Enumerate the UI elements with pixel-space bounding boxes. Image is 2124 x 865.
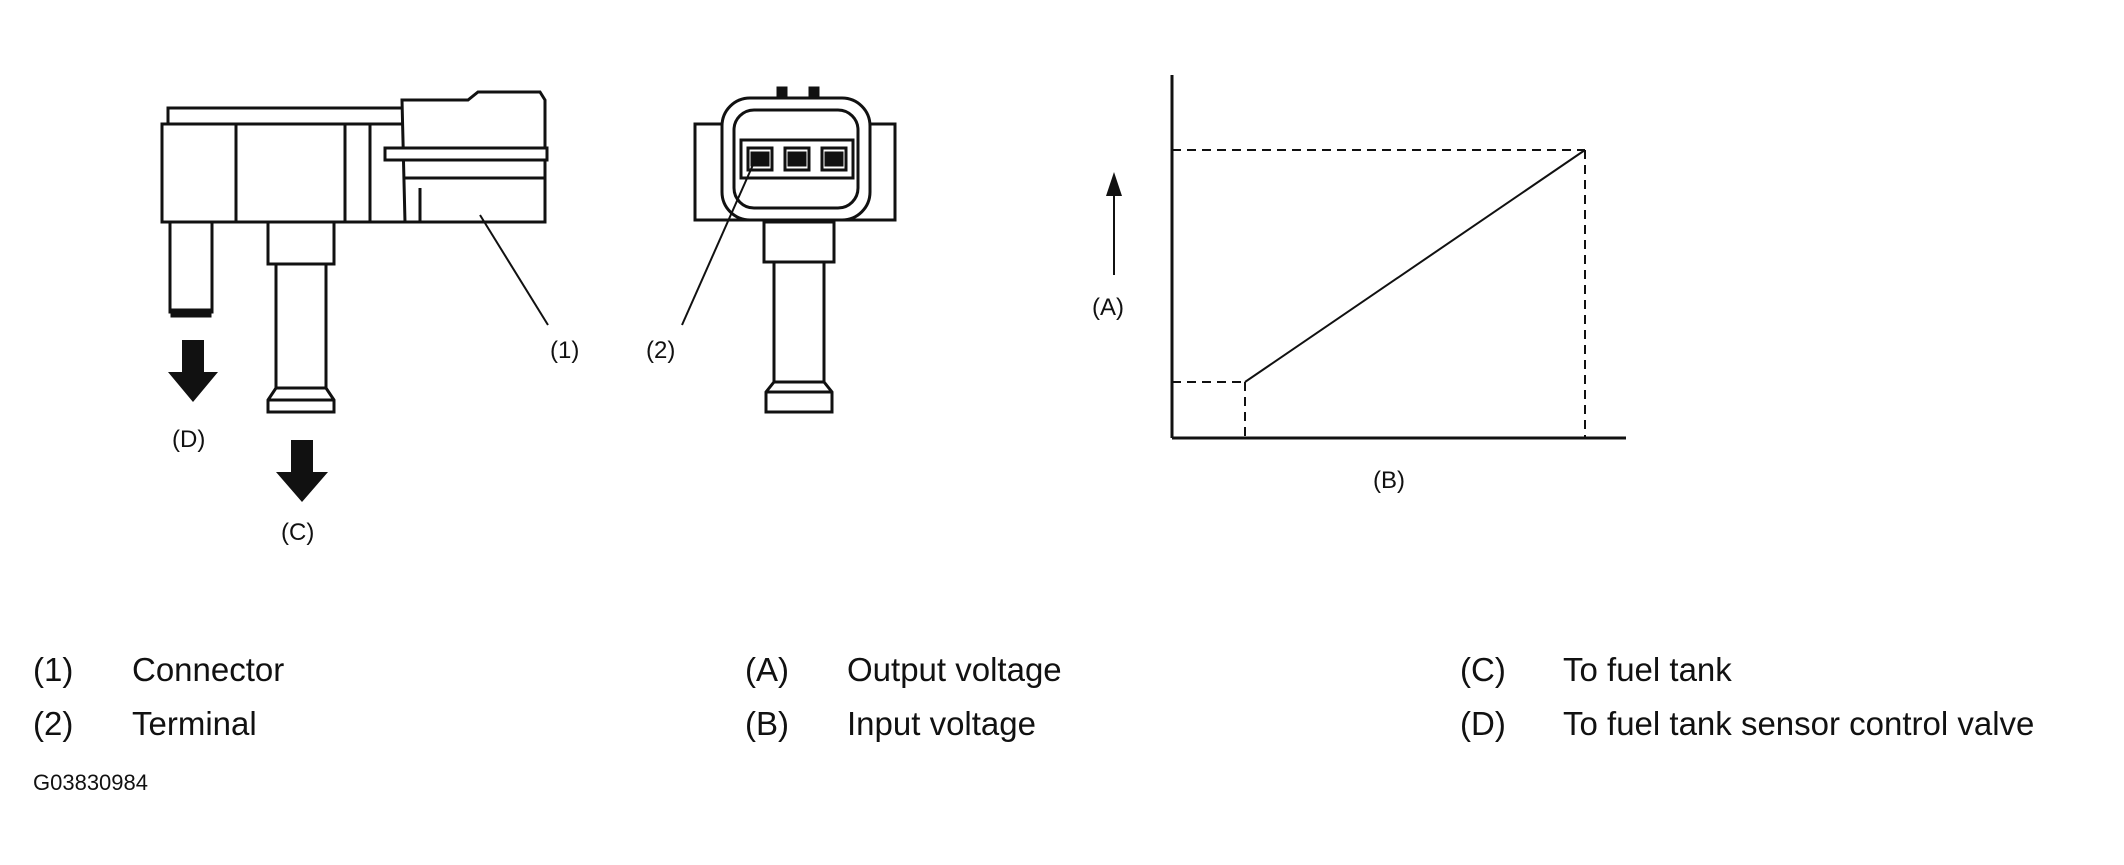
figure-code: G03830984 — [33, 770, 148, 795]
legend-key-d: (D) — [1460, 705, 1506, 742]
callout-2: (2) — [646, 337, 675, 364]
legend-key-2: (2) — [33, 705, 74, 742]
arrow-down-d-icon — [168, 340, 218, 402]
legend-key-b: (B) — [745, 705, 789, 742]
callout-d: (D) — [172, 426, 205, 453]
sensor-front-view — [681, 86, 897, 414]
callout-b: (B) — [1373, 467, 1405, 494]
legend-key-a: (A) — [745, 651, 789, 688]
legend-text-c: To fuel tank — [1563, 651, 1732, 688]
legend-text-b: Input voltage — [847, 705, 1036, 742]
arrow-up-icon — [1106, 172, 1122, 196]
legend-key-1: (1) — [33, 651, 74, 688]
callout-a: (A) — [1092, 294, 1124, 321]
voltage-characteristic-graph — [1113, 75, 1626, 440]
sensor-side-view — [160, 90, 549, 414]
arrow-down-c-icon — [276, 440, 328, 502]
legend-text-a: Output voltage — [847, 651, 1062, 688]
callout-c: (C) — [281, 519, 314, 546]
legend-key-c: (C) — [1460, 651, 1506, 688]
characteristic-line — [1244, 149, 1586, 383]
legend-text-d: To fuel tank sensor control valve — [1563, 705, 2035, 742]
callout-1: (1) — [550, 337, 579, 364]
legend-text-1: Connector — [132, 651, 285, 688]
legend-text-2: Terminal — [132, 705, 257, 742]
